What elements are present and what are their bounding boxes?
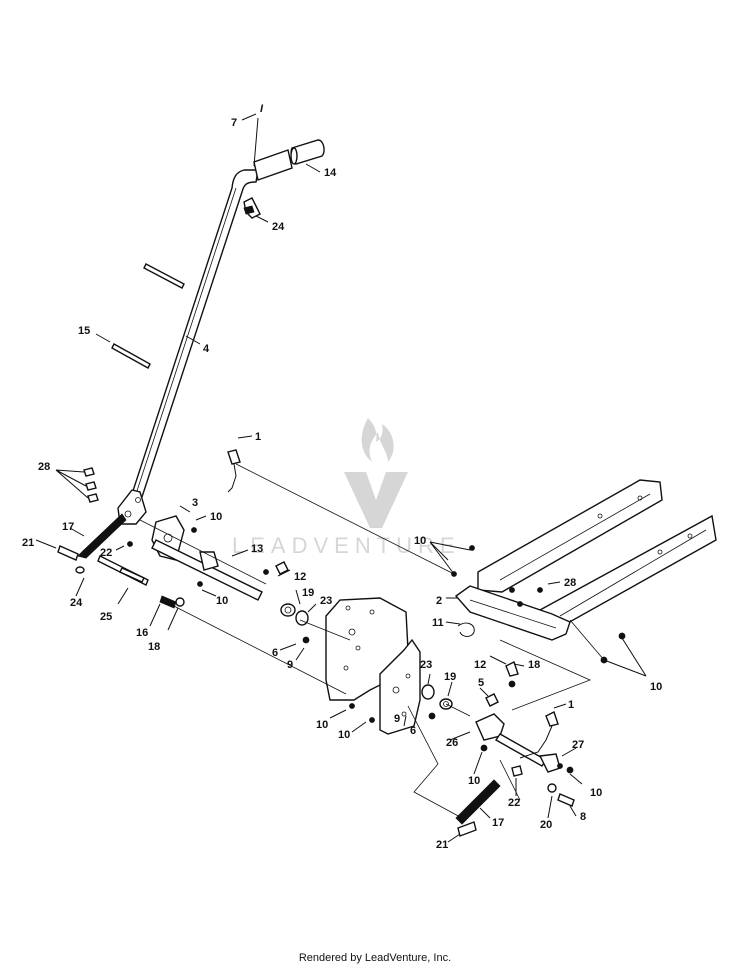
callout-5: 5 xyxy=(478,677,484,689)
bolt-part xyxy=(57,545,85,574)
rod-part xyxy=(97,555,149,586)
callout-10: 10 xyxy=(414,535,426,547)
callout-10: 10 xyxy=(468,775,480,787)
callout-19: 19 xyxy=(302,587,314,599)
callout-12: 12 xyxy=(294,571,306,583)
callout-10: 10 xyxy=(210,511,222,523)
clip-part xyxy=(243,197,261,219)
callout-21: 21 xyxy=(22,537,34,549)
callout-23: 23 xyxy=(320,595,332,607)
callout-1: 1 xyxy=(255,431,261,443)
callout-19: 19 xyxy=(444,671,456,683)
lift-rod-part xyxy=(227,449,241,493)
callout-24: 24 xyxy=(272,221,285,233)
callout-28: 28 xyxy=(38,461,50,473)
callout-17: 17 xyxy=(492,817,504,829)
callout-22: 22 xyxy=(508,797,520,809)
callout-14: 14 xyxy=(324,167,337,179)
lift-rod-part xyxy=(519,711,559,759)
assembly-lines xyxy=(139,463,605,819)
callout-1: 1 xyxy=(568,699,574,711)
callout-20: 20 xyxy=(540,819,552,831)
callout-7-mark: I xyxy=(260,103,264,115)
hairpin-clip-part xyxy=(457,622,475,637)
bolt-part xyxy=(457,821,477,837)
frame-rail-part xyxy=(451,479,717,664)
callout-18: 18 xyxy=(148,641,160,653)
leader-lines xyxy=(35,113,647,843)
spring-part xyxy=(455,779,501,825)
callout-6: 6 xyxy=(410,725,416,737)
callout-labels: 7 I 14 24 15 4 1 28 3 10 17 22 13 12 21 … xyxy=(22,103,662,851)
callout-13: 13 xyxy=(251,543,263,555)
callout-2: 2 xyxy=(436,595,442,607)
callout-7: 7 xyxy=(231,117,237,129)
callout-22: 22 xyxy=(100,547,112,559)
callout-11: 11 xyxy=(432,617,444,629)
watermark-text: LEADVENTURE xyxy=(232,533,461,558)
callout-10: 10 xyxy=(590,787,602,799)
callout-26: 26 xyxy=(446,737,458,749)
callout-21: 21 xyxy=(436,839,448,851)
lift-handle-part xyxy=(117,169,259,525)
footer-credit: Rendered by LeadVenture, Inc. xyxy=(298,952,452,964)
callout-23: 23 xyxy=(420,659,432,671)
callout-17: 17 xyxy=(62,521,74,533)
bolt-part xyxy=(83,467,99,503)
callout-10: 10 xyxy=(216,595,228,607)
callout-25: 25 xyxy=(100,611,112,623)
callout-15: 15 xyxy=(78,325,90,337)
small-spring-part xyxy=(159,595,185,609)
watermark-logo: LEADVENTURE xyxy=(232,418,461,558)
callout-8: 8 xyxy=(580,811,586,823)
callout-3: 3 xyxy=(192,497,198,509)
bushing-part xyxy=(280,603,453,723)
lift-arm-part xyxy=(475,661,575,807)
callout-4: 4 xyxy=(203,343,210,355)
callout-18: 18 xyxy=(528,659,540,671)
callout-16: 16 xyxy=(136,627,148,639)
callout-10: 10 xyxy=(338,729,350,741)
pin-part xyxy=(111,263,185,369)
callout-9: 9 xyxy=(287,659,293,671)
callout-24: 24 xyxy=(70,597,83,609)
callout-12: 12 xyxy=(474,659,486,671)
spring-part xyxy=(77,513,127,559)
side-plate-part xyxy=(325,597,421,735)
handle-grip-part xyxy=(253,139,325,181)
callout-10: 10 xyxy=(650,681,662,693)
callout-6: 6 xyxy=(272,647,278,659)
callout-10: 10 xyxy=(316,719,328,731)
callout-9: 9 xyxy=(394,713,400,725)
callout-27: 27 xyxy=(572,739,584,751)
pivot-bracket-part xyxy=(127,515,289,601)
callout-28: 28 xyxy=(564,577,576,589)
